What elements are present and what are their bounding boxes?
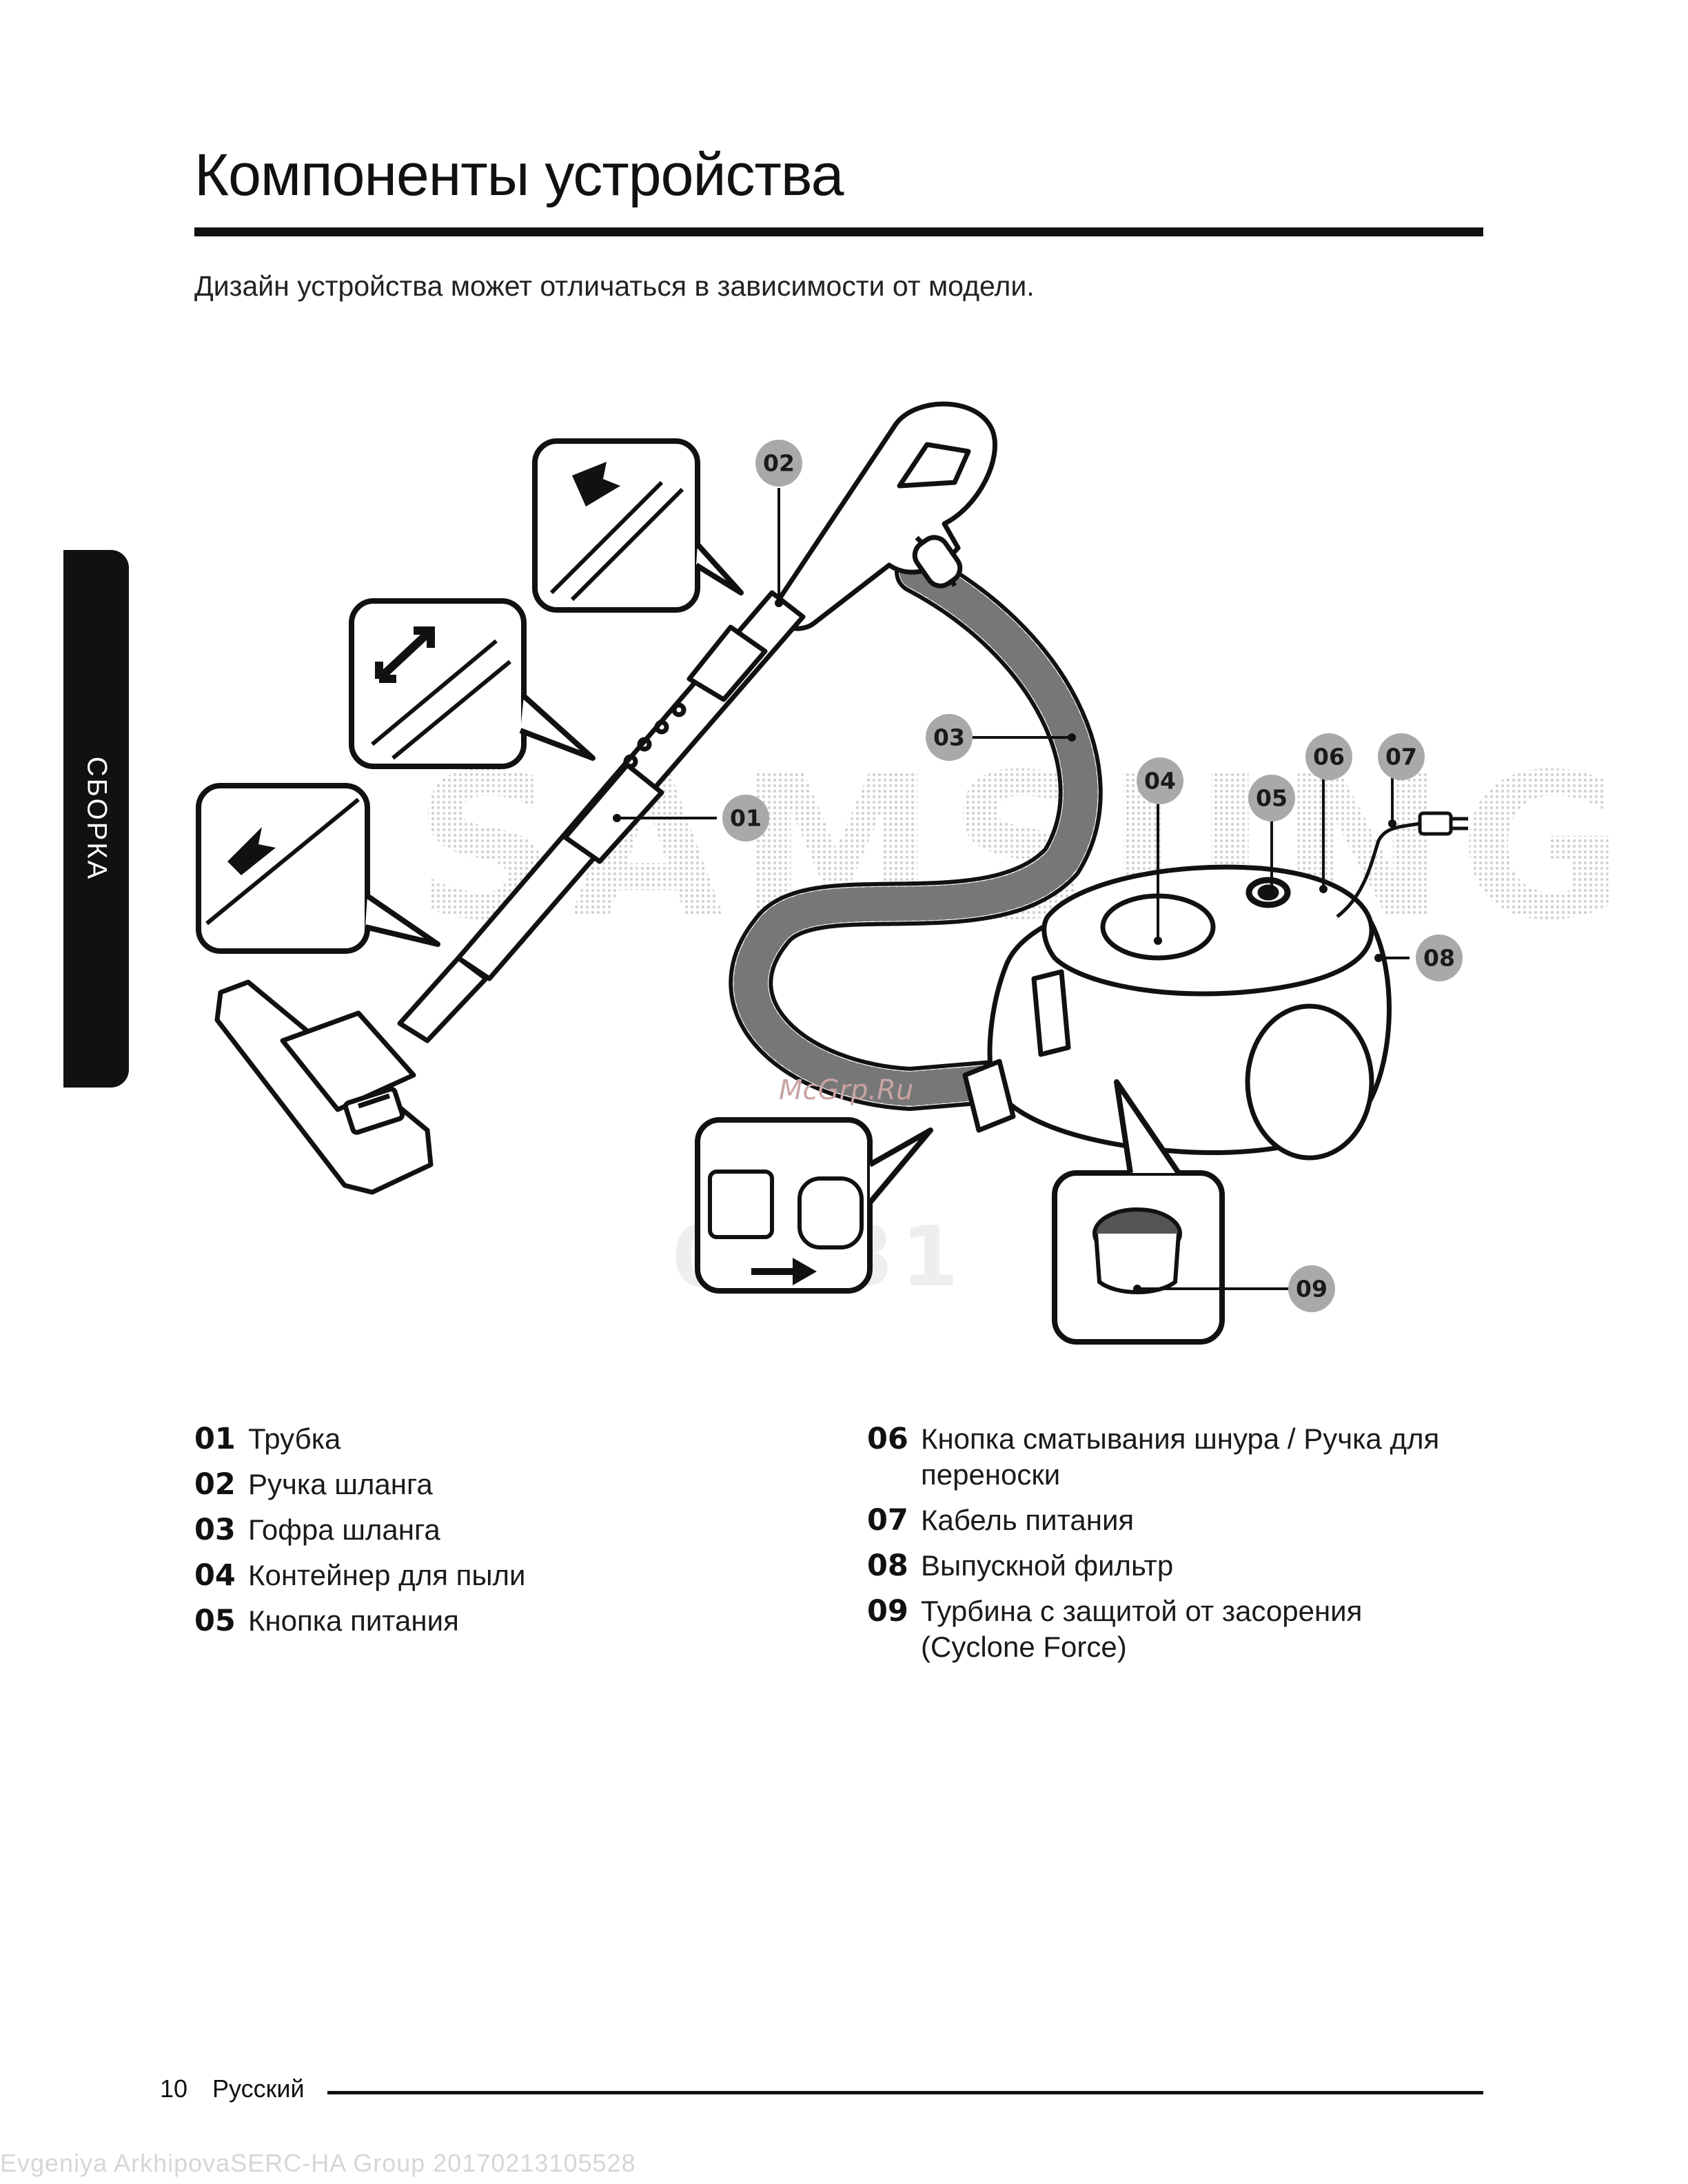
legend-item: 04 Контейнер для пыли [194,1558,815,1593]
legend-label: Ручка шланга [248,1468,433,1500]
detail-inset-telescopic [349,598,596,769]
legend-label: Кабель питания [921,1504,1135,1536]
page-number: 10 [160,2074,188,2103]
legend-label: Контейнер для пыли [248,1559,526,1591]
svg-text:02: 02 [763,450,795,477]
footer-language: Русский [212,2074,305,2103]
svg-text:05: 05 [1256,785,1288,812]
leader-dots [613,599,1396,1293]
svg-text:09: 09 [1296,1276,1328,1303]
detail-inset-cyclone [1052,1079,1225,1345]
legend-item: 08 Выпускной фильтр [867,1548,1460,1584]
callout-02: 02 [755,440,802,487]
power-cord-illustration [1336,811,1468,918]
callout-01: 01 [722,795,769,841]
svg-text:06: 06 [1313,744,1345,770]
legend-number: 03 [194,1513,236,1547]
legend-item: 02 Ручка шланга [194,1467,815,1502]
legend-number: 05 [194,1604,236,1638]
legend-item: 05 Кнопка питания [194,1603,815,1639]
vacuum-body-illustration [962,864,1392,1161]
legend-number: 09 [867,1594,908,1629]
legend-right-column: 06 Кнопка сматывания шнура / Ручка для п… [867,1421,1460,1675]
leader-lines [617,488,1410,1290]
callout-06: 06 [1305,733,1352,780]
svg-text:01: 01 [730,805,762,832]
page-title: Компоненты устройства [194,142,844,208]
legend-number: 02 [194,1467,236,1502]
detail-inset-tube-lock [196,783,440,954]
legend-item: 06 Кнопка сматывания шнура / Ручка для п… [867,1421,1460,1493]
vacuum-components-diagram: SAMSUNG 0 231 [196,401,1636,1345]
callout-05: 05 [1248,775,1295,821]
legend-label: Кнопка питания [248,1604,459,1637]
legend-left-column: 01 Трубка 02 Ручка шланга 03 Гофра шланг… [194,1421,815,1649]
legend-item: 03 Гофра шланга [194,1512,815,1548]
legend-number: 08 [867,1549,908,1583]
callout-03: 03 [926,714,973,761]
page-subtitle: Дизайн устройства может отличаться в зав… [194,270,1035,302]
title-divider [194,227,1483,236]
legend-item: 07 Кабель питания [867,1502,1460,1538]
svg-text:07: 07 [1385,744,1417,770]
site-watermark: McGrp.Ru [779,1074,913,1106]
legend-label: Трубка [248,1422,341,1455]
section-side-tab: СБОРКА [63,550,129,1088]
callout-09: 09 [1288,1265,1335,1312]
hose-handle-illustration [769,401,997,631]
detail-inset-hose-connect [695,1117,933,1294]
legend-number: 07 [867,1503,908,1538]
floor-nozzle-illustration [214,979,434,1195]
legend-label: Кнопка сматывания шнура / Ручка для пере… [921,1422,1440,1491]
legend-label: Выпускной фильтр [921,1549,1174,1582]
svg-text:04: 04 [1144,768,1176,795]
footer-divider [327,2091,1483,2094]
callout-07: 07 [1378,733,1425,780]
brand-watermark: SAMSUNG [414,732,1636,964]
legend-label: Турбина с защитой от засорения (Cyclone … [921,1595,1363,1663]
detail-inset-handle [532,438,744,613]
svg-text:03: 03 [933,724,965,751]
legend-number: 01 [194,1422,236,1456]
callout-04: 04 [1137,757,1183,804]
legend-number: 06 [867,1422,908,1456]
tube-illustration [397,590,806,1043]
svg-text:08: 08 [1423,945,1455,972]
legend-number: 04 [194,1558,236,1593]
legend-label: Гофра шланга [248,1513,440,1546]
footer-watermark: Evgeniya ArkhipovaSERC-HA Group 20170213… [0,2149,636,2177]
hose-illustration [729,550,1103,1111]
legend-item: 01 Трубка [194,1421,815,1457]
legend-item: 09 Турбина с защитой от засорения (Cyclo… [867,1593,1460,1665]
callout-08: 08 [1416,935,1463,981]
